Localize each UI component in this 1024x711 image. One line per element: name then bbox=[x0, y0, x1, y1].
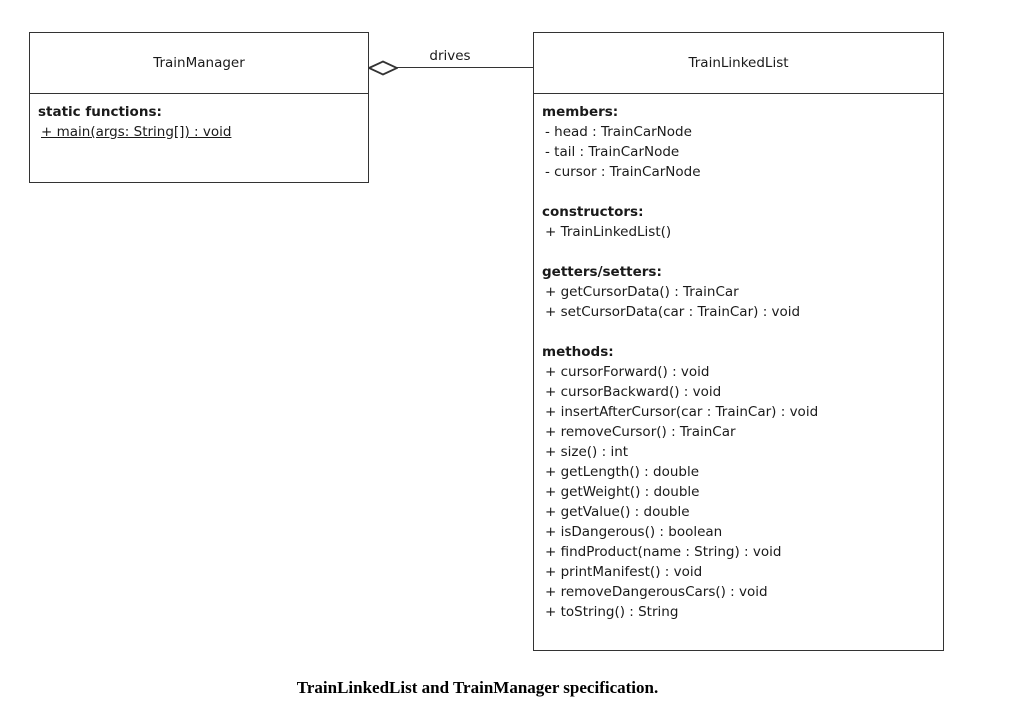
class-section: constructors: + TrainLinkedList() bbox=[542, 202, 935, 242]
class-body-trainmanager: static functions: + main(args: String[]) … bbox=[30, 94, 368, 142]
member-line: - tail : TrainCarNode bbox=[545, 144, 680, 160]
member-line: + size() : int bbox=[545, 444, 629, 460]
member-line: + removeDangerousCars() : void bbox=[545, 584, 768, 600]
class-section: static functions: + main(args: String[]) … bbox=[38, 102, 360, 142]
member-line: + findProduct(name : String) : void bbox=[545, 544, 782, 560]
member-line: + cursorForward() : void bbox=[545, 364, 710, 380]
member-line: + getCursorData() : TrainCar bbox=[545, 284, 739, 300]
member-line: + insertAfterCursor(car : TrainCar) : vo… bbox=[545, 404, 819, 420]
class-box-trainlinkedlist: TrainLinkedList members: - head : TrainCa… bbox=[533, 32, 944, 651]
member-line: - head : TrainCarNode bbox=[545, 124, 692, 140]
member-line: + toString() : String bbox=[545, 604, 679, 620]
section-heading: constructors: bbox=[542, 204, 644, 220]
class-section: members: - head : TrainCarNode - tail : Tr… bbox=[542, 102, 935, 182]
class-section: getters/setters: + getCursorData() : Trai… bbox=[542, 262, 935, 322]
member-line: + removeCursor() : TrainCar bbox=[545, 424, 736, 440]
member-line: + printManifest() : void bbox=[545, 564, 703, 580]
section-heading: getters/setters: bbox=[542, 264, 662, 280]
class-body-trainlinkedlist: members: - head : TrainCarNode - tail : Tr… bbox=[534, 94, 943, 622]
section-heading: methods: bbox=[542, 344, 614, 360]
member-line: + getValue() : double bbox=[545, 504, 690, 520]
association-label: drives bbox=[429, 48, 471, 64]
member-line: + setCursorData(car : TrainCar) : void bbox=[545, 304, 801, 320]
member-line: + getLength() : double bbox=[545, 464, 700, 480]
class-title-trainlinkedlist: TrainLinkedList bbox=[534, 33, 943, 94]
member-line: + cursorBackward() : void bbox=[545, 384, 722, 400]
class-box-trainmanager: TrainManager static functions: + main(arg… bbox=[29, 32, 369, 183]
member-line: + TrainLinkedList() bbox=[545, 224, 672, 240]
member-line: + main(args: String[]) : void bbox=[41, 124, 232, 140]
aggregation-diamond-icon bbox=[366, 60, 400, 76]
association-line bbox=[369, 67, 533, 68]
section-heading: static functions: bbox=[38, 104, 162, 120]
member-line: + getWeight() : double bbox=[545, 484, 700, 500]
section-heading: members: bbox=[542, 104, 619, 120]
member-line: + isDangerous() : boolean bbox=[545, 524, 723, 540]
class-title-trainmanager: TrainManager bbox=[30, 33, 368, 94]
class-section: methods: + cursorForward() : void + cursor… bbox=[542, 342, 935, 622]
figure-caption: TrainLinkedList and TrainManager specifi… bbox=[296, 678, 659, 697]
member-line: - cursor : TrainCarNode bbox=[545, 164, 701, 180]
